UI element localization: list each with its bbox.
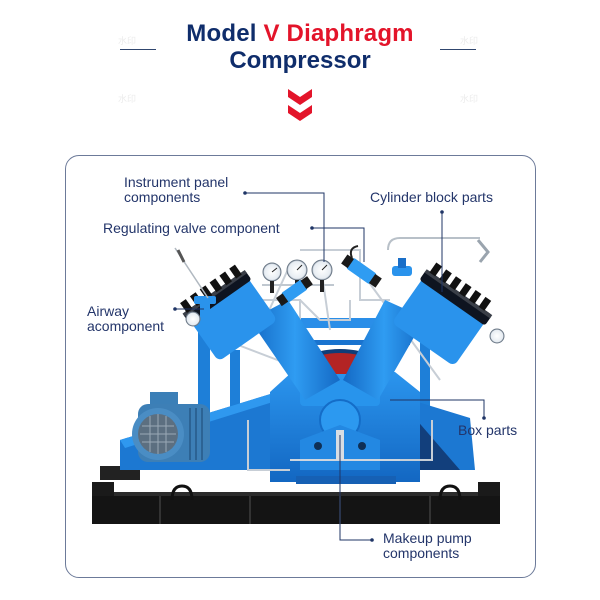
- watermark: 水印: [118, 36, 137, 46]
- double-chevron-down-icon: [288, 89, 312, 121]
- label-cylinder-block: Cylinder block parts: [370, 190, 493, 205]
- pressure-gauges: [185, 259, 505, 344]
- label-line: components: [383, 545, 460, 561]
- title-line-2: Compressor: [229, 47, 371, 74]
- regulating-valves: [275, 245, 382, 307]
- title-rule-left: [120, 49, 156, 50]
- label-line: Airway: [87, 303, 130, 319]
- watermark: 水印: [118, 94, 137, 104]
- label-line: Box parts: [458, 422, 518, 438]
- label-line: Regulating valve component: [103, 220, 280, 236]
- watermark: 水印: [460, 94, 479, 104]
- label-instrument-panel: Instrument panel components: [124, 175, 228, 205]
- watermark: 水印: [460, 36, 479, 46]
- label-line: Makeup pump: [383, 530, 472, 546]
- base-skid: [92, 466, 500, 524]
- title-part-1: Model: [186, 20, 264, 47]
- label-line: Instrument panel: [124, 174, 229, 190]
- title-highlight: V Diaphragm: [263, 20, 414, 47]
- label-line: acomponent: [87, 318, 165, 334]
- label-line: components: [124, 189, 201, 205]
- page-title: Model V Diaphragm Compressor: [0, 20, 600, 74]
- title-rule-right: [440, 49, 476, 50]
- title-line-1: Model V Diaphragm: [0, 20, 600, 48]
- right-cylinder: [343, 237, 493, 400]
- label-airway: Airway acomponent: [87, 304, 164, 334]
- label-makeup-pump: Makeup pump components: [383, 531, 472, 561]
- electric-motor: [132, 392, 210, 462]
- label-line: Cylinder block parts: [370, 189, 493, 205]
- left-cylinder: [180, 264, 340, 400]
- label-box-parts: Box parts: [458, 423, 517, 438]
- label-regulating-valve: Regulating valve component: [103, 221, 280, 236]
